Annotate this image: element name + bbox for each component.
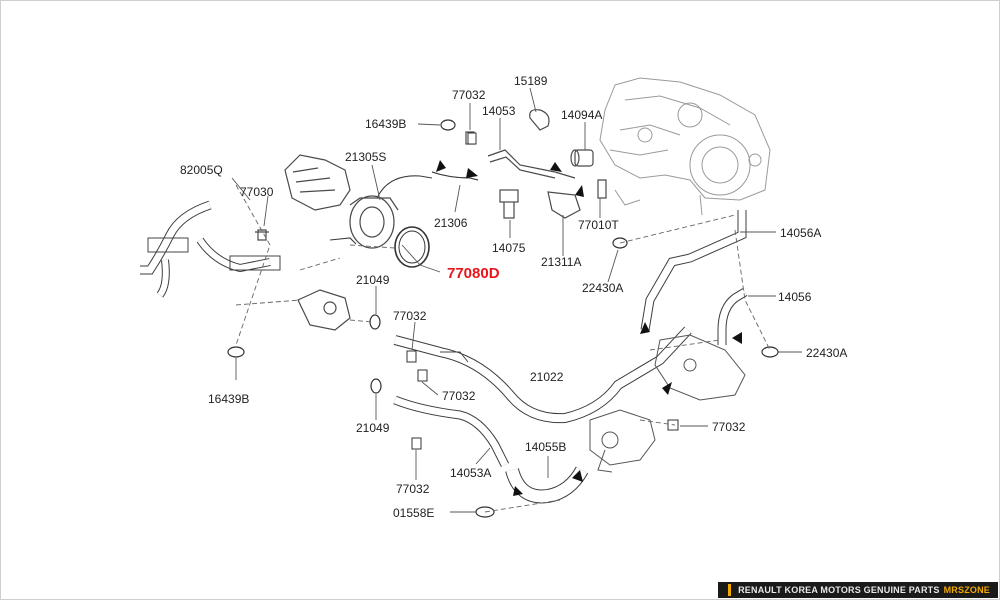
bolt-77032-bottom: [411, 437, 422, 450]
footer-accent-bar: [728, 584, 732, 596]
label-14056A[interactable]: 14056A: [780, 226, 821, 240]
label-21311A[interactable]: 21311A: [541, 255, 581, 269]
label-22430A-left[interactable]: 22430A: [582, 281, 623, 295]
label-22430A-right[interactable]: 22430A: [806, 346, 847, 360]
clamp-22430A-right: [761, 346, 779, 358]
brand-footer: RENAULT KOREA MOTORS GENUINE PARTS MRSZO…: [718, 582, 998, 598]
bolt-77032-mid2: [417, 369, 428, 382]
footer-brand-accent: MRSZONE: [943, 585, 990, 595]
hose-14056: [717, 288, 748, 345]
label-14053A[interactable]: 14053A: [450, 466, 491, 480]
label-14094A[interactable]: 14094A: [561, 108, 602, 122]
bolt-77030: [255, 229, 269, 241]
label-14075[interactable]: 14075: [492, 241, 526, 255]
gasket-21049-top: [369, 314, 381, 330]
label-15189[interactable]: 15189: [514, 74, 548, 88]
pipe-82005Q: [140, 200, 281, 298]
hose-14056A: [640, 210, 747, 331]
sleeve-14094A: [570, 149, 594, 167]
arrow-heads: [436, 160, 742, 496]
bracket-21311A: [547, 191, 581, 219]
pipe-14053A: [393, 395, 510, 468]
engine-block: [599, 77, 771, 216]
connection-lines: [235, 184, 771, 513]
label-21305S[interactable]: 21305S: [345, 150, 386, 164]
label-77030[interactable]: 77030: [240, 185, 274, 199]
stud-77010T: [597, 179, 607, 199]
water-pump-housing: [589, 334, 746, 473]
label-77032-bottom[interactable]: 77032: [396, 482, 430, 496]
o-ring-inner: [398, 230, 426, 264]
bolt-77032-mid1: [406, 350, 417, 363]
clip-15189: [529, 109, 550, 131]
label-21049-bottom[interactable]: 21049: [356, 421, 390, 435]
label-77032-top[interactable]: 77032: [452, 88, 486, 102]
clamp-16439B-top: [440, 119, 456, 131]
label-77080D-highlighted[interactable]: 77080D: [447, 265, 500, 282]
leader-lines: [231, 87, 802, 513]
part-labels: 82005Q 77030 16439B 21305S 77032 14053 1…: [180, 74, 847, 520]
label-14055B[interactable]: 14055B: [525, 440, 566, 454]
thermostat-housing: [297, 289, 351, 331]
pipe-21022: [393, 326, 692, 424]
label-77032-mid2[interactable]: 77032: [442, 389, 476, 403]
o-ring-77080D: [394, 226, 430, 268]
label-21306[interactable]: 21306: [434, 216, 468, 230]
label-16439B-bottom[interactable]: 16439B: [208, 392, 249, 406]
clamp-16439B-bottom: [227, 346, 245, 358]
footer-brand-text: RENAULT KOREA MOTORS GENUINE PARTS: [738, 585, 940, 595]
label-14053[interactable]: 14053: [482, 104, 516, 118]
gasket-21049-bottom: [370, 378, 382, 394]
label-77010T[interactable]: 77010T: [578, 218, 619, 232]
label-21022[interactable]: 21022: [530, 370, 564, 384]
oil-cooler-assembly: [284, 154, 433, 249]
label-82005Q[interactable]: 82005Q: [180, 163, 223, 177]
label-14056[interactable]: 14056: [778, 290, 812, 304]
label-01558E[interactable]: 01558E: [393, 506, 434, 520]
label-77032-right[interactable]: 77032: [712, 420, 746, 434]
label-21049-top[interactable]: 21049: [356, 273, 390, 287]
label-77032-mid1[interactable]: 77032: [393, 309, 427, 323]
bolt-77032-top: [467, 132, 477, 145]
label-16439B-top[interactable]: 16439B: [365, 117, 406, 131]
sensor-14075: [499, 189, 519, 219]
hose-14055B: [505, 466, 589, 504]
